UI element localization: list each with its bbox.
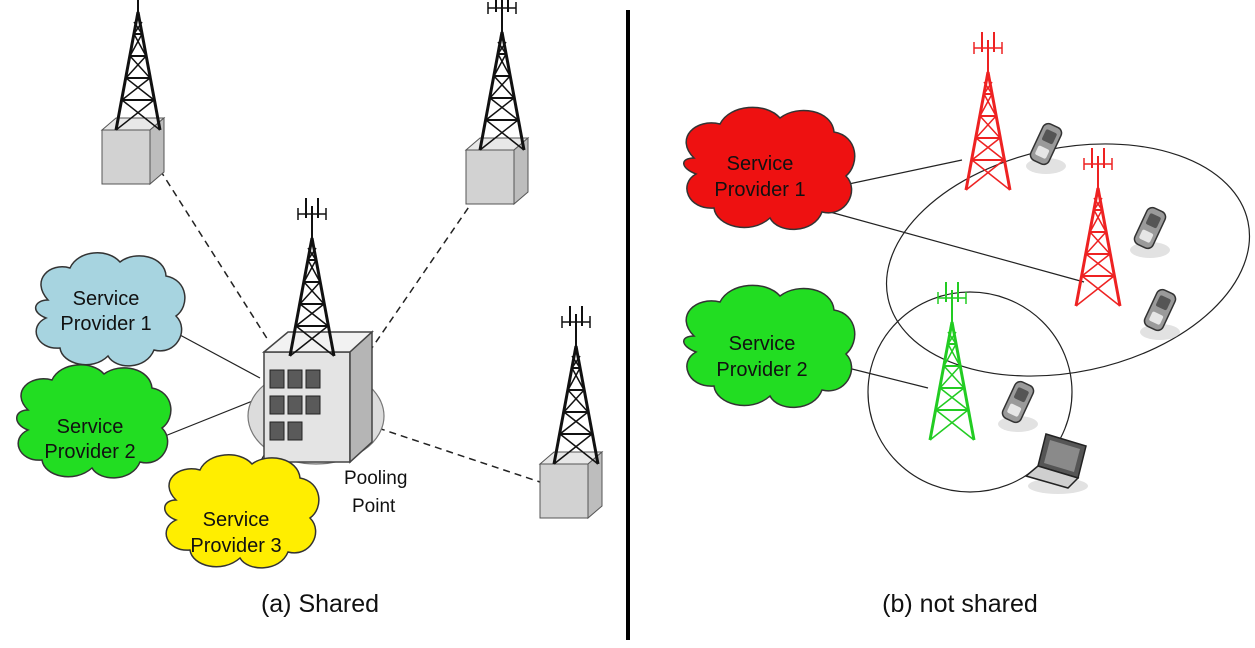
- provider-3-line2: Provider 3: [190, 535, 281, 557]
- pooling-point: Pooling Point: [247, 196, 407, 517]
- panel-not-shared: Service Provider 1 Service Provider 2 (b…: [683, 30, 1251, 618]
- cloud-provider-2-shared: Service Provider 2: [16, 364, 172, 479]
- provider-2-line1: Service: [57, 416, 124, 438]
- remote-site-1: [101, 0, 165, 185]
- coverage-area-provider-2: [867, 291, 1073, 493]
- tower-provider-1-a: [964, 30, 1012, 192]
- provider-1-line1: Service: [73, 288, 140, 310]
- provider-2-b-line2: Provider 2: [716, 359, 807, 381]
- cloud-provider-1-not-shared: Service Provider 1: [683, 106, 856, 231]
- pooling-point-label-line2: Point: [352, 496, 396, 517]
- phone-icon-4: [997, 378, 1039, 433]
- remote-site-2: [465, 0, 529, 205]
- coverage-area-provider-1: [885, 143, 1251, 377]
- phone-icon-3: [1139, 286, 1181, 341]
- provider-2-b-line1: Service: [729, 333, 796, 355]
- pooling-point-label-line1: Pooling: [344, 468, 407, 489]
- tower-provider-2: [928, 280, 976, 442]
- cloud-provider-3-shared: Service Provider 3: [164, 454, 320, 569]
- caption-not-shared: (b) not shared: [882, 590, 1038, 618]
- provider-2-line2: Provider 2: [44, 441, 135, 463]
- laptop-icon: [1024, 433, 1088, 494]
- provider-1-b-line2: Provider 1: [714, 179, 805, 201]
- cloud-shape: [35, 252, 186, 367]
- phone-icon-2: [1129, 204, 1171, 259]
- cloud-shape: [16, 364, 172, 479]
- cloud-shape: [683, 284, 856, 409]
- tower-provider-1-b: [1074, 146, 1122, 308]
- remote-site-3: [539, 304, 603, 519]
- building-icon: [261, 330, 374, 464]
- dashed-links: [159, 169, 541, 483]
- provider-1-b-line1: Service: [727, 153, 794, 175]
- cloud-provider-2-not-shared: Service Provider 2: [683, 284, 856, 409]
- provider-3-line1: Service: [203, 509, 270, 531]
- caption-shared: (a) Shared: [261, 590, 379, 618]
- panel-shared: Pooling Point Service Provider 1 Service…: [16, 0, 603, 618]
- cloud-provider-1-shared: Service Provider 1: [35, 252, 186, 367]
- cloud-shape: [164, 454, 320, 569]
- provider-1-line2: Provider 1: [60, 313, 151, 335]
- provider-links-b: [829, 159, 1085, 389]
- cloud-shape: [683, 106, 856, 231]
